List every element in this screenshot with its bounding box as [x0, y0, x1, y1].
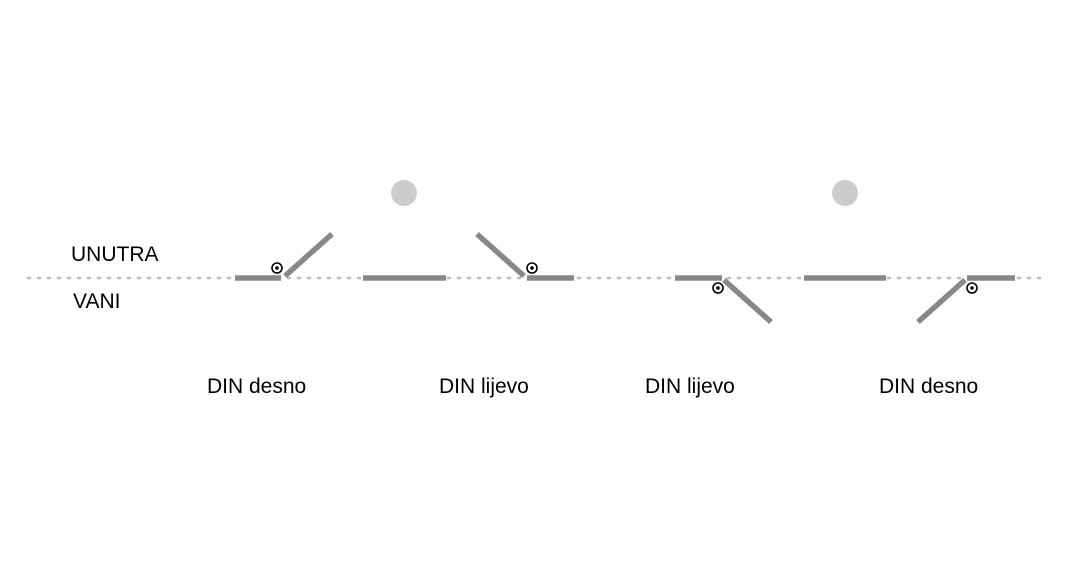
- hinge-icon: [271, 262, 283, 274]
- inside-label: UNUTRA: [71, 243, 159, 266]
- person-icon: [832, 180, 858, 206]
- door-leaf: [916, 277, 967, 325]
- door-2-symbol: [363, 231, 574, 281]
- door-leaf: [475, 231, 526, 279]
- door-2-label: DIN lijevo: [439, 375, 529, 398]
- outside-label: VANI: [73, 290, 121, 313]
- person-icon: [391, 180, 417, 206]
- hinge-icon: [526, 262, 538, 274]
- door-leaf: [722, 277, 773, 325]
- door-1-label: DIN desno: [207, 375, 307, 398]
- door-4-symbol: [916, 275, 1015, 325]
- hinge-icon: [966, 282, 978, 294]
- door-4-label: DIN desno: [879, 375, 979, 398]
- door-3-label: DIN lijevo: [645, 375, 735, 398]
- hinge-icon: [712, 282, 724, 294]
- door-3-symbol: [675, 275, 886, 325]
- door-leaf: [283, 231, 334, 279]
- door-1-symbol: [235, 231, 334, 281]
